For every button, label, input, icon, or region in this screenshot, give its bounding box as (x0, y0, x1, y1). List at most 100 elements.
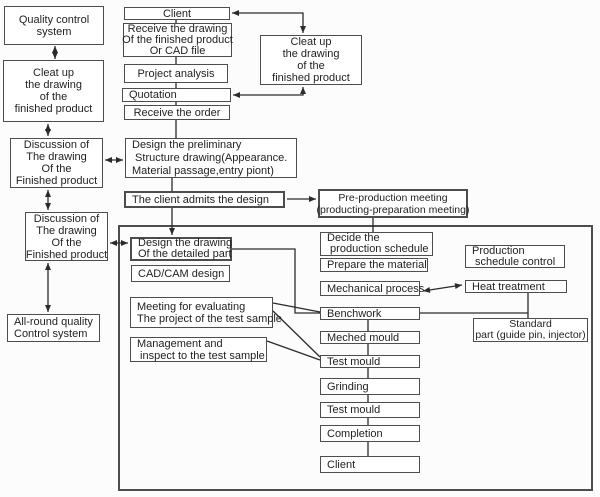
box-quotation: Quotation (122, 88, 231, 102)
box-cad-cam-design: CAD/CAM design (131, 265, 230, 282)
box-production-schedule-control-label-0: Production (472, 244, 525, 257)
arrowhead (45, 190, 51, 197)
production-stage-container (118, 225, 593, 491)
box-project-analysis: Project analysis (124, 64, 228, 83)
box-design-detailed-part-label-1: Of the detailed part (138, 248, 232, 260)
box-client-admits-design-label-0: The client admits the design (132, 193, 269, 206)
box-cleanup-drawing-left-label-0: Cleat up (33, 67, 74, 79)
box-benchwork: Benchwork (320, 307, 420, 320)
box-cleanup-drawing-left-label-2: of the (39, 91, 68, 103)
box-receive-drawing-label-2: Or CAD file (149, 44, 206, 57)
box-design-preliminary: Design the preliminary Structure drawing… (125, 138, 297, 178)
arrowhead (105, 157, 112, 163)
box-quality-control-system-label-0: Quality control (18, 13, 90, 26)
box-quality-control-system-label-1: system (36, 25, 72, 38)
box-client-top-label-0: Client (162, 7, 192, 20)
box-test-mould-1: Test mould (320, 355, 420, 368)
edge-detailed-part-to-benchwork (232, 248, 320, 314)
box-heat-treatment-label-0: Heat treatment (472, 280, 545, 293)
arrowhead (45, 124, 51, 131)
box-decide-production-schedule-label-1: production schedule (327, 243, 429, 255)
box-standard-part-label-1: part (guide pin, injector) (475, 329, 586, 341)
box-project-analysis-label-0: Project analysis (137, 67, 215, 80)
box-preproduction-meeting-label-0: Pre-production meeting (338, 191, 448, 204)
box-cad-cam-design-label-0: CAD/CAM design (138, 267, 225, 280)
box-management-inspect-sample-label-1: inspect to the test sample (137, 349, 265, 362)
box-benchwork-label-0: Benchwork (327, 307, 382, 320)
box-discussion-drawing-2-label-1: The drawing (36, 224, 97, 237)
edge-quotation-cleanup-right-loop (233, 87, 304, 96)
arrowhead (300, 87, 306, 94)
box-completion-label-0: Completion (327, 427, 383, 440)
box-meched-mould-label-0: Meched mould (327, 331, 400, 344)
box-client-bottom: Client (320, 456, 420, 473)
arrowhead (45, 305, 51, 312)
box-discussion-drawing-2-label-0: Discussion of (33, 212, 100, 225)
arrowhead (121, 240, 128, 246)
box-production-schedule-control-label-1: schedule control (472, 255, 556, 268)
box-discussion-drawing-2-label-3: Finished product (25, 248, 108, 261)
box-client-bottom-label-0: Client (327, 458, 356, 471)
arrowhead (423, 286, 431, 293)
box-prepare-material-label-0: Prepare the material (327, 259, 427, 271)
box-receive-drawing-label-1: Of the finished product (122, 33, 233, 46)
box-all-round-quality-system-label-1: Control system (14, 328, 88, 340)
box-production-schedule-control: Production schedule control (465, 245, 565, 268)
edge-meeting-to-test-mould (272, 310, 321, 358)
arrowhead (116, 157, 123, 163)
box-test-mould-2-label-0: Test mould (327, 404, 381, 416)
box-discussion-drawing-1-label-3: Finished product (15, 175, 98, 187)
box-cleanup-drawing-right-label-1: the drawing (282, 48, 340, 60)
box-management-inspect-sample-label-0: Management and (137, 337, 223, 350)
box-cleanup-drawing-right-label-3: finished product (272, 72, 350, 84)
arrowhead (300, 26, 306, 33)
box-all-round-quality-system-label-0: All-round quality (14, 316, 93, 328)
arrowhead (52, 52, 58, 59)
box-discussion-drawing-1-label-2: Of the (41, 163, 72, 175)
box-design-preliminary-label-2: Material passage,entry piont) (132, 164, 274, 177)
box-cleanup-drawing-left-label-3: finished product (14, 103, 93, 115)
arrowhead (233, 92, 240, 98)
box-decide-production-schedule: Decide the production schedule (320, 232, 433, 256)
box-meched-mould: Meched mould (320, 331, 420, 344)
box-discussion-drawing-1-label-1: The drawing (26, 151, 87, 163)
arrowhead (45, 263, 51, 270)
edge-meeting-to-benchwork (272, 302, 321, 313)
arrowhead (454, 283, 462, 290)
arrowhead (45, 203, 51, 210)
box-grinding-label-0: Grinding (327, 380, 369, 393)
box-standard-part-label-0: Standard (509, 318, 552, 330)
edge-client-cleanup-right-loop (232, 12, 304, 33)
box-test-mould-2: Test mould (320, 402, 420, 418)
box-meeting-evaluating-sample-label-1: The project of the test sample (137, 312, 282, 325)
box-receive-order-label-0: Receive the order (133, 106, 221, 119)
box-decide-production-schedule-label-0: Decide the (327, 232, 380, 244)
box-heat-treatment: Heat treatment (465, 280, 567, 293)
box-cleanup-drawing-right-label-2: of the (297, 60, 325, 72)
box-discussion-drawing-2-label-2: Of the (51, 236, 82, 249)
edge-management-to-test-mould (266, 340, 321, 361)
box-management-inspect-sample: Management and inspect to the test sampl… (130, 337, 267, 362)
arrowhead (232, 10, 239, 16)
arrowhead (110, 240, 117, 246)
arrowhead (52, 46, 58, 53)
box-grinding: Grinding (320, 378, 420, 395)
box-design-preliminary-label-0: Design the preliminary (132, 138, 242, 151)
arrowhead (169, 228, 175, 235)
box-meeting-evaluating-sample-label-0: Meeting for evaluating (137, 300, 246, 313)
box-client-admits-design: The client admits the design (124, 191, 285, 208)
box-receive-order: Receive the order (124, 105, 230, 120)
box-preproduction-meeting-label-1: (producting-preparation meeting) (316, 203, 470, 216)
arrowhead (309, 196, 316, 202)
